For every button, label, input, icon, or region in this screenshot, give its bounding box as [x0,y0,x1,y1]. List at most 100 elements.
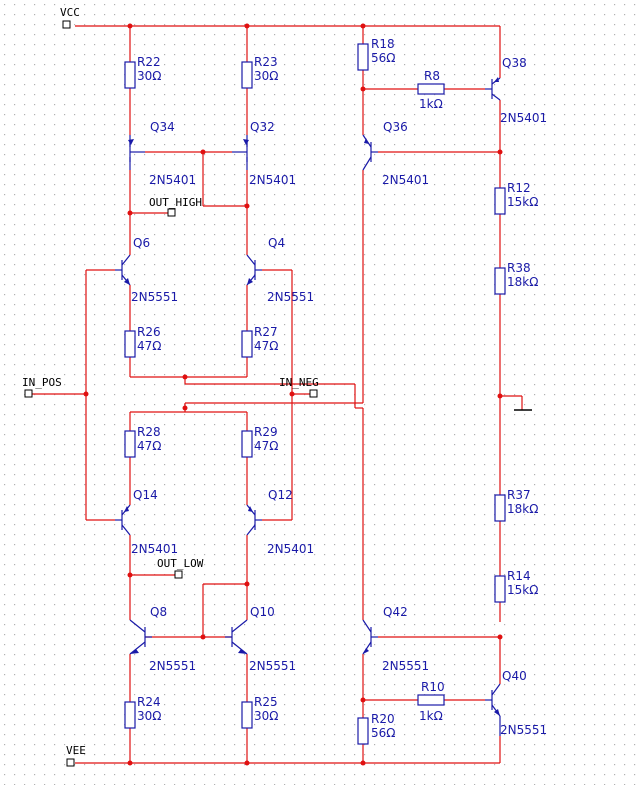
q36-part: 2N5401 [382,173,429,187]
q10-name: Q10 [250,605,275,619]
out-high-label: OUT_HIGH [149,196,202,209]
r29-value: 47Ω [254,439,278,453]
transistor-q12[interactable] [246,504,262,536]
transistor-q14[interactable] [115,504,131,536]
transistor-labels: Q34 2N5401 Q32 2N5401 Q6 2N5551 Q4 2N555… [131,56,547,737]
resistor-r12[interactable] [494,187,506,215]
resistor-r26[interactable] [124,330,136,358]
vee-pin[interactable] [66,758,75,767]
r27-value: 47Ω [254,339,278,353]
q4-name: Q4 [268,236,285,250]
q4-part: 2N5551 [267,290,314,304]
junction-dot [200,634,206,640]
r10-value: 1kΩ [419,709,443,723]
vee-label: VEE [66,744,86,757]
junction-dot [289,391,295,397]
resistor-r38[interactable] [494,267,506,295]
junction-dot [182,405,188,411]
r8-name: R8 [424,69,440,83]
resistor-r25[interactable] [241,701,253,729]
r27-name: R27 [254,325,278,339]
q6-name: Q6 [133,236,150,250]
junction-dot [497,393,503,399]
r12-name: R12 [507,181,531,195]
resistor-r8[interactable] [417,83,445,95]
resistor-r22[interactable] [124,61,136,89]
in-pos-pin[interactable] [24,389,33,398]
out-high-pin[interactable] [167,208,176,217]
r22-value: 30Ω [137,69,161,83]
transistor-q38[interactable] [485,77,501,101]
junction-dot [244,581,250,587]
resistor-r37[interactable] [494,494,506,522]
r23-name: R23 [254,55,278,69]
r20-value: 56Ω [371,726,395,740]
out-low-pin[interactable] [174,570,183,579]
resistor-r10[interactable] [417,694,445,706]
q32-name: Q32 [250,120,275,134]
transistor-q6[interactable] [115,254,131,286]
r20-name: R20 [371,712,395,726]
transistor-q36[interactable] [362,134,378,171]
q34-part: 2N5401 [149,173,196,187]
junction-dot [360,760,366,766]
q40-name: Q40 [502,669,527,683]
junction-dot [83,391,89,397]
transistor-q34[interactable] [128,135,145,170]
vcc-pin[interactable] [62,20,71,29]
q14-part: 2N5401 [131,542,178,556]
resistor-r27[interactable] [241,330,253,358]
r8-value: 1kΩ [419,97,443,111]
resistors [124,43,506,745]
q40-part: 2N5551 [500,723,547,737]
r29-name: R29 [254,425,278,439]
q34-name: Q34 [150,120,175,134]
transistor-q40[interactable] [485,683,501,736]
r18-value: 56Ω [371,51,395,65]
q6-part: 2N5551 [131,290,178,304]
resistor-r18[interactable] [357,43,369,71]
resistor-r29[interactable] [241,430,253,458]
q8-part: 2N5551 [149,659,196,673]
r14-value: 15kΩ [507,583,538,597]
junction-dot [360,23,366,29]
q38-name: Q38 [502,56,527,70]
r24-name: R24 [137,695,161,709]
in-pos-label: IN_POS [22,376,62,389]
transistor-q32[interactable] [232,135,249,170]
resistor-r23[interactable] [241,61,253,89]
r28-value: 47Ω [137,439,161,453]
resistor-r28[interactable] [124,430,136,458]
r22-name: R22 [137,55,161,69]
junction-dot [127,23,133,29]
transistor-q42[interactable] [362,619,378,655]
r18-name: R18 [371,37,395,51]
r12-value: 15kΩ [507,195,538,209]
port-pins [24,20,318,767]
resistor-r24[interactable] [124,701,136,729]
resistor-r20[interactable] [357,717,369,745]
q42-name: Q42 [383,605,408,619]
junction-dot [360,86,366,92]
r25-value: 30Ω [254,709,278,723]
q42-part: 2N5551 [382,659,429,673]
q36-name: Q36 [383,120,408,134]
q8-name: Q8 [150,605,167,619]
transistor-q8[interactable] [129,619,152,655]
q10-part: 2N5551 [249,659,296,673]
in-neg-label: IN_NEG [279,376,319,389]
junction-dot [127,572,133,578]
junction-dot [497,634,503,640]
resistor-r14[interactable] [494,575,506,603]
in-neg-pin[interactable] [309,389,318,398]
transistor-q10[interactable] [225,619,248,655]
q38-part: 2N5401 [500,111,547,125]
junction-dot [127,210,133,216]
transistor-q4[interactable] [246,254,262,286]
r28-name: R28 [137,425,161,439]
vcc-label: VCC [60,6,80,19]
junction-dot [497,149,503,155]
junction-dot [244,203,250,209]
junction-dot [182,374,188,380]
